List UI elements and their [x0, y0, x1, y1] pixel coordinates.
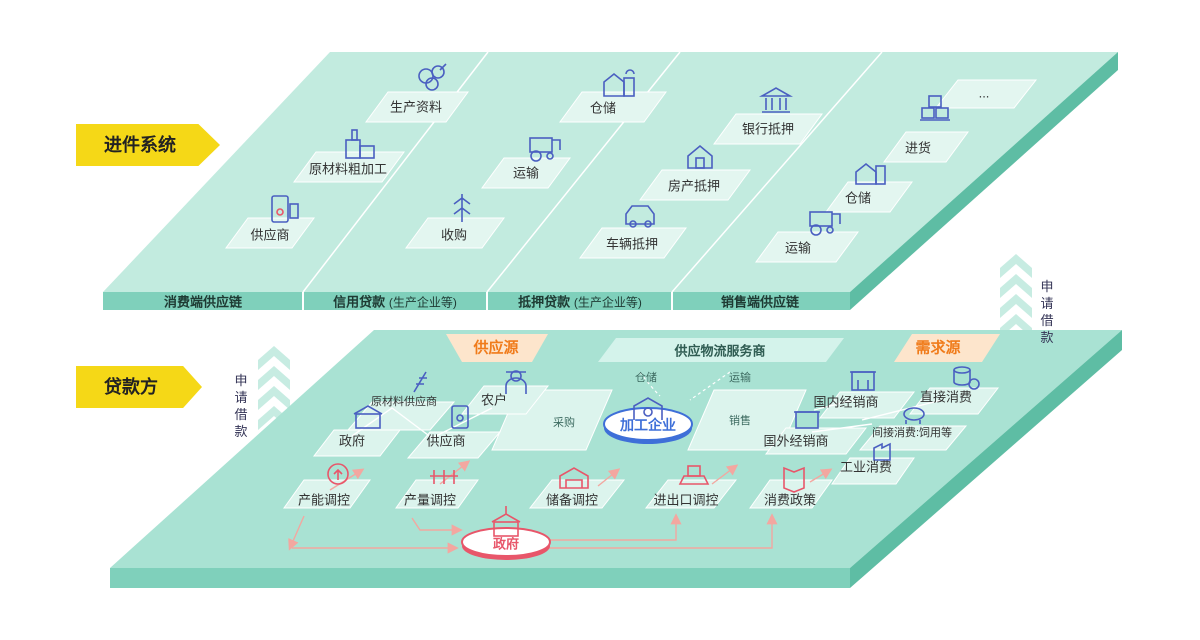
boxes-icon	[920, 95, 950, 121]
node-transport: 运输	[512, 165, 540, 181]
node-warehouse: 仓储	[589, 100, 617, 116]
factory-icon-3	[873, 442, 891, 461]
node-indirect-consumption: 间接消费:饲用等	[871, 427, 953, 439]
band-sales-supply-chain: 销售端供应链	[720, 294, 800, 310]
top-plate	[103, 51, 1118, 310]
node-more: ...	[978, 85, 990, 101]
bottom-node-tiles	[283, 385, 1000, 509]
store-icon	[850, 371, 876, 391]
logistics-dashes	[639, 371, 731, 401]
harvester-icon	[529, 137, 561, 162]
node-direct-consumption: 直接消费	[919, 389, 973, 405]
apply-loan-right: 申请借款	[1040, 279, 1054, 345]
band-credit-loan: 信用贷款 (生产企业等)	[333, 294, 457, 310]
node-farmer: 农户	[480, 392, 508, 408]
node-vehicle-mortgage: 车辆抵押	[605, 236, 659, 252]
node-production-materials: 生产资料	[389, 99, 443, 115]
band-consumer-supply-chain: 消费端供应链	[163, 294, 243, 310]
control-capacity: 产能调控	[297, 492, 351, 508]
bank-icon	[758, 87, 794, 113]
phone-app-icon-2	[451, 405, 469, 429]
crop-icon	[430, 470, 458, 484]
wheat-icon	[453, 194, 471, 222]
logistics-provider-label: 供应物流服务商	[674, 343, 766, 359]
node-raw-material-processing: 原材料粗加工	[308, 161, 388, 177]
node-property-mortgage: 房产抵押	[667, 178, 721, 194]
node-raw-material-supplier: 原材料供应商	[371, 396, 437, 408]
store-icon-2	[794, 411, 820, 429]
city-hall-icon-2	[491, 506, 521, 537]
apply-loan-left: 申请借款	[234, 373, 248, 439]
node-bank-mortgage: 银行抵押	[741, 121, 795, 137]
vegetables-icon	[418, 63, 447, 91]
logistics-transport: 运输	[729, 372, 751, 384]
city-hall-icon	[353, 405, 383, 429]
enterprise-node	[603, 407, 693, 444]
harvester-icon-2	[809, 211, 841, 236]
logistics-warehouse: 仓储	[635, 372, 657, 384]
coins-icon	[953, 366, 980, 390]
demand-source-label: 需求源	[915, 339, 961, 357]
ship-icon	[678, 465, 710, 485]
demand-source-flag	[894, 334, 1000, 362]
warehouse-icon	[559, 467, 589, 489]
farmer-icon	[505, 370, 527, 394]
phone-app-icon	[271, 195, 299, 223]
control-output: 产量调控	[403, 492, 457, 508]
barn-icon	[603, 69, 635, 97]
control-reserve: 储备调控	[545, 492, 599, 508]
supply-source-label: 供应源	[473, 339, 519, 357]
flow-lines	[351, 399, 943, 439]
node-stock-in: 进货	[904, 140, 932, 156]
node-supplier-2: 供应商	[426, 433, 466, 449]
pig-icon	[903, 407, 925, 424]
government-node	[461, 527, 551, 560]
node-supplier: 供应商	[250, 227, 290, 243]
node-foreign-distributor: 国外经销商	[763, 433, 829, 449]
control-arrows	[288, 460, 833, 554]
factory-icon-2	[633, 397, 663, 420]
center-sales: 销售	[729, 415, 751, 427]
supply-source-flag	[446, 334, 548, 362]
logistics-band	[598, 338, 844, 362]
borrower-tag: 贷款方	[76, 366, 202, 408]
node-transport-2: 运输	[784, 240, 812, 256]
node-domestic-distributor: 国内经销商	[813, 394, 879, 410]
band-mortgage-loan: 抵押贷款 (生产企业等)	[518, 294, 642, 310]
control-consumption-policy: 消费政策	[763, 492, 817, 508]
intake-system-tag: 进件系统	[76, 124, 220, 166]
growth-icon	[327, 463, 349, 485]
brochure-icon	[783, 466, 805, 493]
node-purchase: 收购	[440, 227, 468, 243]
control-import-export: 进出口调控	[653, 492, 719, 508]
car-icon	[625, 205, 655, 228]
wheat-icon-2	[413, 371, 427, 393]
node-industrial-consumption: 工业消费	[839, 459, 893, 475]
house-icon	[687, 144, 713, 169]
node-government-small: 政府	[338, 433, 366, 449]
government-label: 政府	[492, 536, 520, 552]
processing-enterprise-label: 加工企业	[620, 417, 676, 433]
factory-icon	[345, 129, 375, 159]
node-warehouse-2: 仓储	[844, 190, 872, 206]
center-purchase: 采购	[553, 417, 575, 429]
barn-icon-2	[855, 162, 886, 185]
